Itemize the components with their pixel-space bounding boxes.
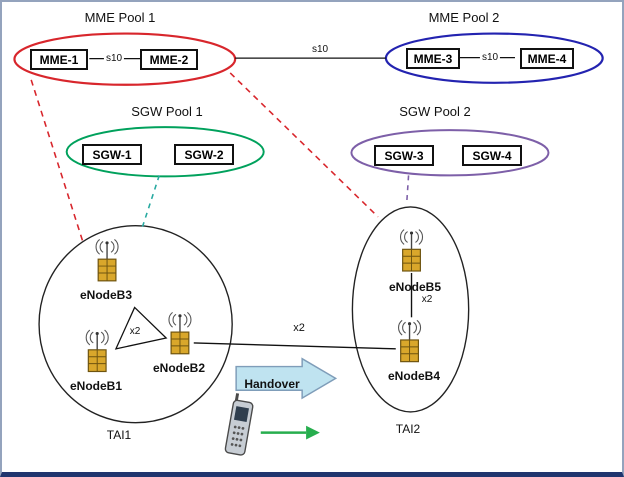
sgw-pool2-ellipse xyxy=(350,129,550,177)
node-mme-4: MME-4 xyxy=(520,48,574,69)
enodeb1-label: eNodeB1 xyxy=(69,379,123,393)
x2-link-enodeb2-enodeb4 xyxy=(193,342,396,350)
tai1-label: TAI1 xyxy=(106,428,132,442)
enodeb4-label: eNodeB4 xyxy=(387,369,441,383)
s10-label-mme1-mme2: s10 xyxy=(103,53,125,64)
handover-arrow xyxy=(235,357,338,400)
enodeb2-label: eNodeB2 xyxy=(152,361,206,375)
node-sgw-1: SGW-1 xyxy=(82,144,142,165)
sgw-pool2-title: SGW Pool 2 xyxy=(399,104,471,119)
tai1-ellipse xyxy=(38,224,233,424)
node-mme-2: MME-2 xyxy=(140,49,198,70)
enodeb3-label: eNodeB3 xyxy=(79,288,133,302)
enodeb5-antenna-icon xyxy=(399,228,424,272)
x2-label-tai2: x2 xyxy=(421,294,433,305)
x2-label-inter-tai: x2 xyxy=(293,322,305,334)
enodeb5-label: eNodeB5 xyxy=(388,280,442,294)
node-sgw-2: SGW-2 xyxy=(174,144,234,165)
tai2-label: TAI2 xyxy=(395,422,421,436)
x2-label-tai1-triangle: x2 xyxy=(129,326,141,337)
sgw-pool1-title: SGW Pool 1 xyxy=(131,104,203,119)
handover-label: Handover xyxy=(244,377,300,391)
enodeb4-antenna-icon xyxy=(397,319,422,363)
x2-triangle-tai1 xyxy=(114,306,168,350)
mobile-phone-icon xyxy=(224,393,254,456)
node-sgw-4: SGW-4 xyxy=(462,145,522,166)
mme-pool1-tai2-dashed-link xyxy=(229,72,379,218)
node-mme-1: MME-1 xyxy=(30,49,88,70)
node-mme-3: MME-3 xyxy=(406,48,460,69)
sgw-pool1-ellipse xyxy=(65,126,265,178)
node-sgw-3: SGW-3 xyxy=(374,145,434,166)
mme-pool1-ellipse xyxy=(13,32,237,86)
mme-pool1-tai1-dashed-link xyxy=(30,79,85,244)
ue-movement-arrow-icon xyxy=(260,425,320,440)
enodeb3-antenna-icon xyxy=(95,238,119,282)
sgw-pool1-tai1-dashed-link xyxy=(141,175,161,227)
mme-pool2-title: MME Pool 2 xyxy=(428,10,500,25)
s10-label-inter-pool: s10 xyxy=(309,44,331,55)
enodeb1-antenna-icon xyxy=(85,329,109,373)
tai2-ellipse xyxy=(351,206,470,413)
sgw-pool2-tai2-dashed-link xyxy=(405,175,410,206)
s10-label-mme3-mme4: s10 xyxy=(479,52,501,63)
mme-pool1-title: MME Pool 1 xyxy=(84,10,156,25)
diagram-vector-layer xyxy=(13,32,604,456)
enodeb2-antenna-icon xyxy=(168,311,192,355)
